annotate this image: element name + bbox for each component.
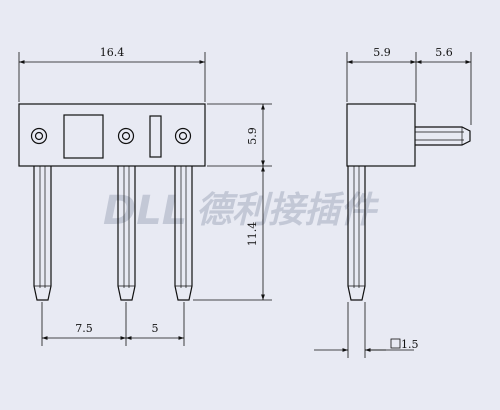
pin-head-left <box>30 127 48 145</box>
dim-side-body-width-label: 5.9 <box>373 46 391 59</box>
dim-pin-length-label: 11.4 <box>246 222 259 247</box>
dim-pin-length <box>193 166 272 301</box>
square-symbol-icon <box>390 338 401 349</box>
dim-overall-width-label: 16.4 <box>100 46 125 59</box>
dim-pin-pitch <box>41 302 185 346</box>
side-view <box>346 103 471 301</box>
front-view <box>18 103 206 301</box>
watermark-chinese: 德利接插件 <box>196 190 380 231</box>
front-square-window <box>63 114 104 159</box>
dim-pin-square <box>314 302 414 358</box>
watermark-brand: DLL <box>103 188 187 234</box>
front-slot <box>149 115 162 158</box>
dim-body-height-label: 5.9 <box>246 127 259 145</box>
side-pin-extension <box>415 126 471 146</box>
pin-middle <box>117 166 136 301</box>
dim-side-pin-extension-label: 5.6 <box>435 46 453 59</box>
dim-side-top <box>346 52 472 125</box>
pin-right <box>174 166 193 301</box>
dim-body-height <box>207 103 272 167</box>
pin-head-right <box>174 127 192 145</box>
watermark: DLL 德利接插件 <box>103 188 380 234</box>
side-pin-vertical <box>347 166 366 301</box>
dim-overall-width <box>18 52 206 102</box>
pin-left <box>33 166 52 301</box>
side-housing <box>346 103 416 167</box>
dim-pin-pitch-second-label: 5 <box>152 322 159 335</box>
front-housing <box>18 103 206 167</box>
dim-pin-square-label: 1.5 <box>401 338 419 351</box>
pin-head-middle <box>117 127 135 145</box>
dim-pin-pitch-first-label: 7.5 <box>75 322 93 335</box>
